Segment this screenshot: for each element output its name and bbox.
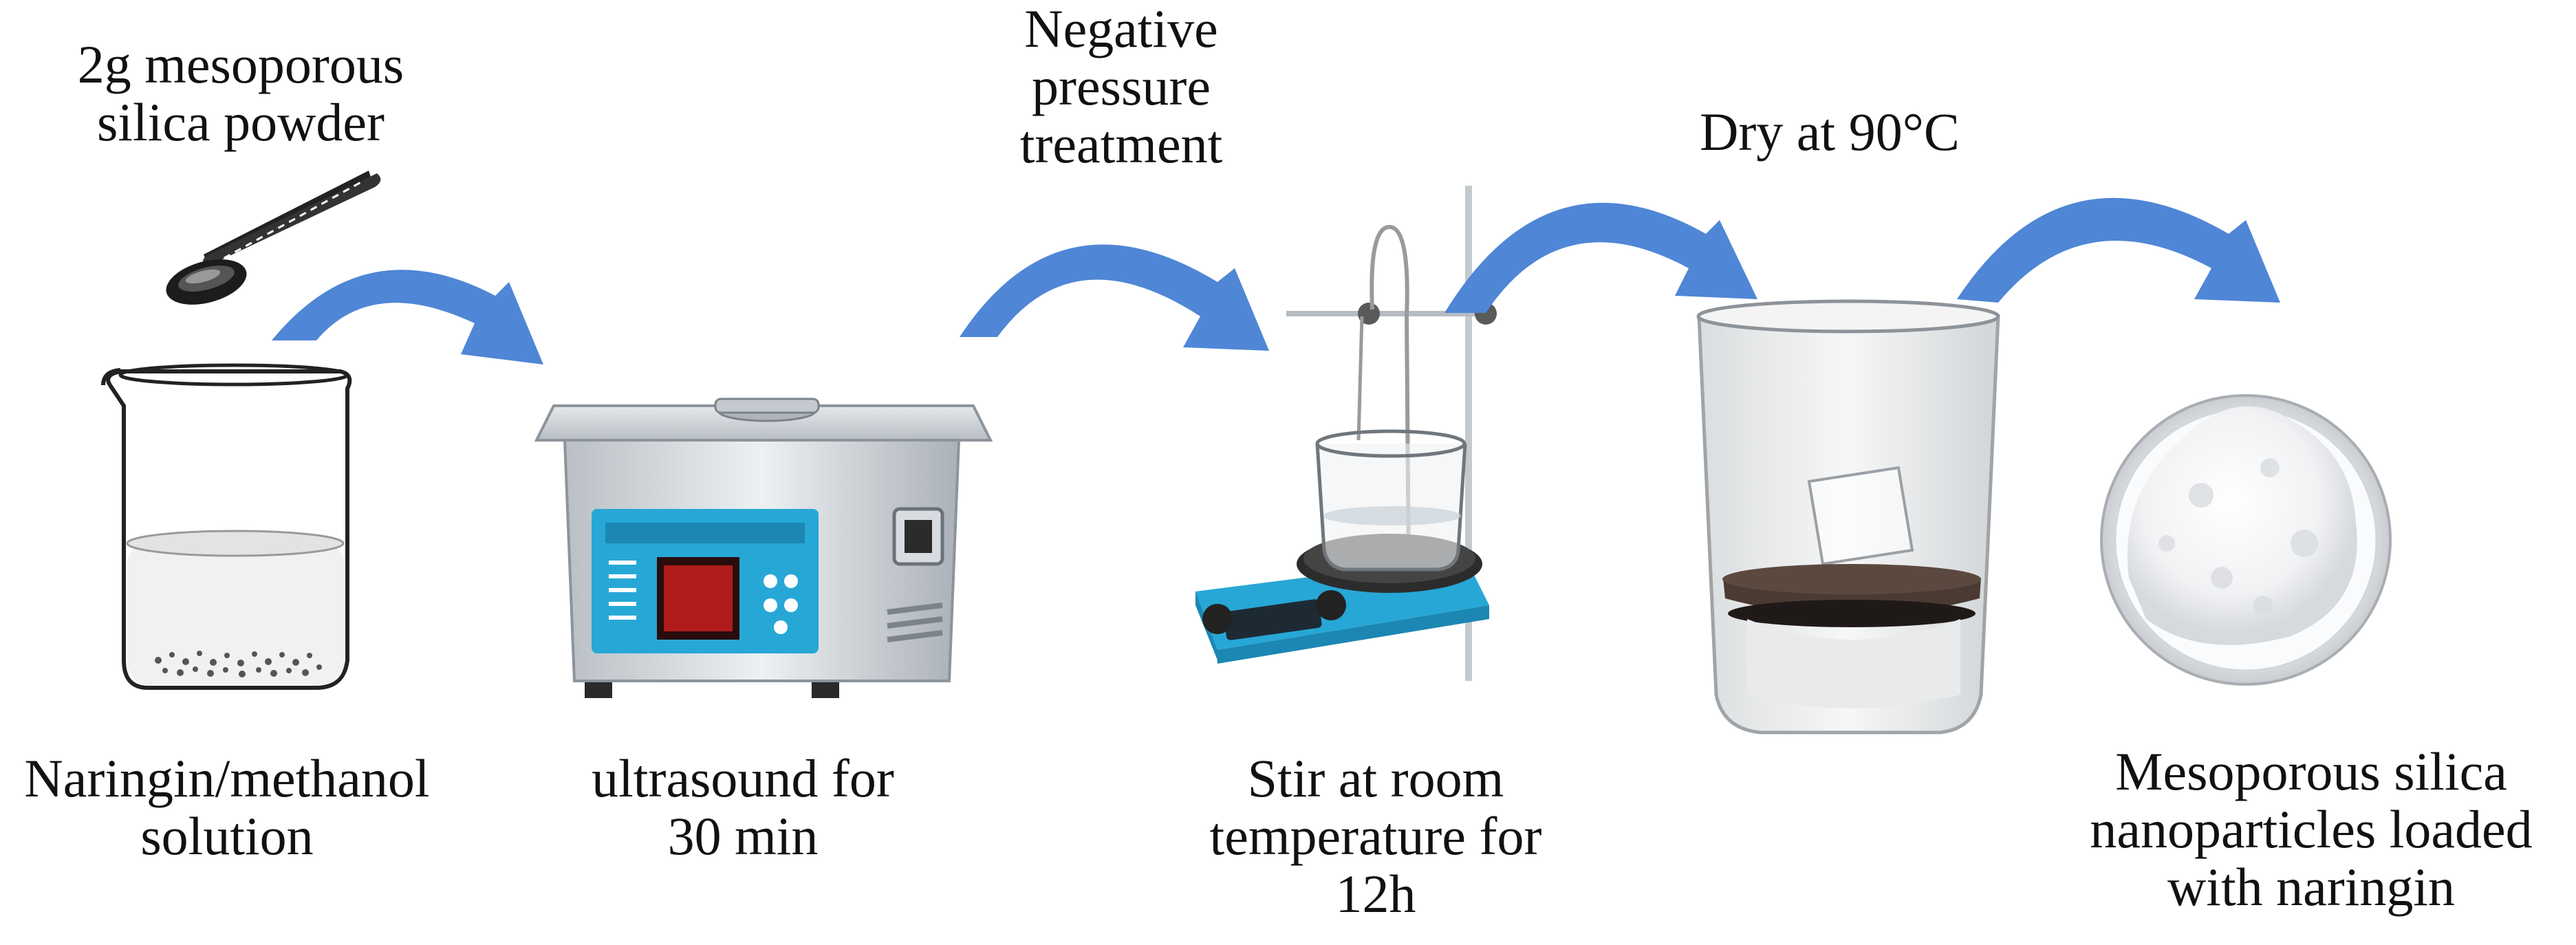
ultrasonic-cleaner-icon — [534, 398, 993, 698]
spoon-icon — [166, 171, 381, 305]
label-silica-powder: 2g mesoporous silica powder — [77, 34, 404, 152]
arrow-3 — [1444, 202, 1757, 313]
label-dry: Dry at 90°C — [1700, 102, 1960, 162]
label-nanoparticles: Mesoporous silica nanoparticles loaded w… — [2090, 741, 2533, 917]
label-stir: Stir at room temperature for 12h — [1209, 748, 1542, 924]
magnetic-stirrer-icon — [1195, 186, 1497, 681]
label-ultrasound: ultrasound for 30 min — [592, 748, 894, 866]
arrow-2 — [960, 244, 1269, 351]
label-negative-pressure: Negative pressure treatment — [1019, 0, 1223, 174]
label-naringin-solution: Naringin/methanol solution — [24, 748, 430, 866]
powder-plate-icon — [2100, 394, 2392, 686]
beaker-icon — [101, 363, 352, 690]
arrow-4 — [1957, 197, 2280, 303]
drying-beaker-icon — [1696, 299, 2000, 735]
arrow-1 — [272, 270, 543, 365]
